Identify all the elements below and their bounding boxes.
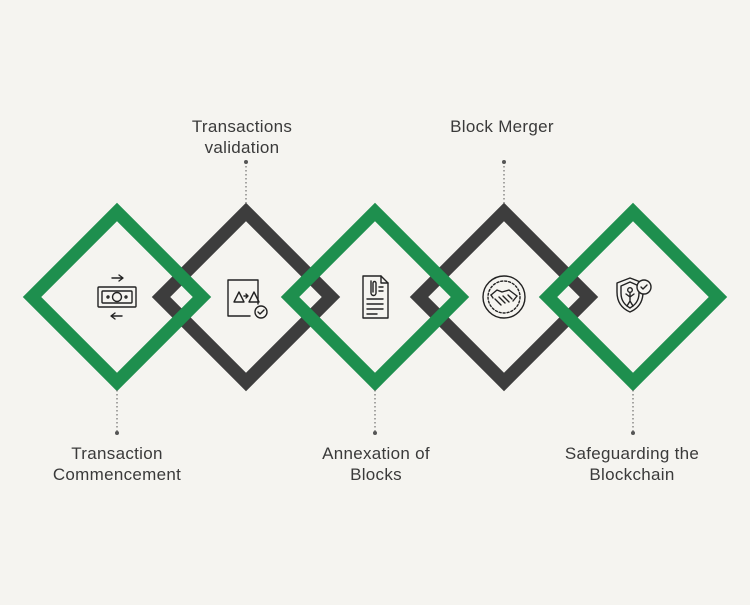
step-label-block-merger: Block Merger (402, 116, 602, 137)
step-label-line: Commencement (52, 465, 182, 484)
step-label-annexation-of-blocks: Annexation of Blocks (276, 443, 476, 485)
attachment-document-icon (362, 275, 389, 319)
step-label-line: validation (204, 138, 280, 157)
step-label-line: Blocks (350, 465, 402, 484)
money-exchange-icon (97, 274, 137, 320)
connector-dot-block-merger (502, 160, 506, 164)
diamond-frame-transaction-commencement (22, 202, 212, 392)
step-label-line: Safeguarding the (564, 444, 700, 463)
step-label-line: Transaction (71, 444, 163, 463)
step-label-line: Annexation of (322, 444, 430, 463)
step-label-transactions-validation: Transactions validation (142, 116, 342, 158)
shield-user-icon (616, 277, 652, 313)
step-label-transaction-commencement: Transaction Commencement (17, 443, 217, 485)
diamond-frame-block-merger (409, 202, 599, 392)
step-label-line: Block Merger (450, 117, 554, 136)
connector-dot-annexation-of-blocks (373, 431, 377, 435)
connector-dot-transactions-validation (244, 160, 248, 164)
diamond-frame-annexation-of-blocks (280, 202, 470, 392)
step-label-safeguarding-the-blockchain: Safeguarding the Blockchain (532, 443, 732, 485)
step-label-line: Transactions (191, 117, 293, 136)
connector-dot-transaction-commencement (115, 431, 119, 435)
diamond-frame-transactions-validation (151, 202, 341, 392)
document-check-icon (227, 279, 268, 319)
step-label-line: Blockchain (589, 465, 675, 484)
diamond-frame-safeguarding-the-blockchain (538, 202, 728, 392)
connector-dot-safeguarding-the-blockchain (631, 431, 635, 435)
handshake-icon (482, 275, 526, 319)
